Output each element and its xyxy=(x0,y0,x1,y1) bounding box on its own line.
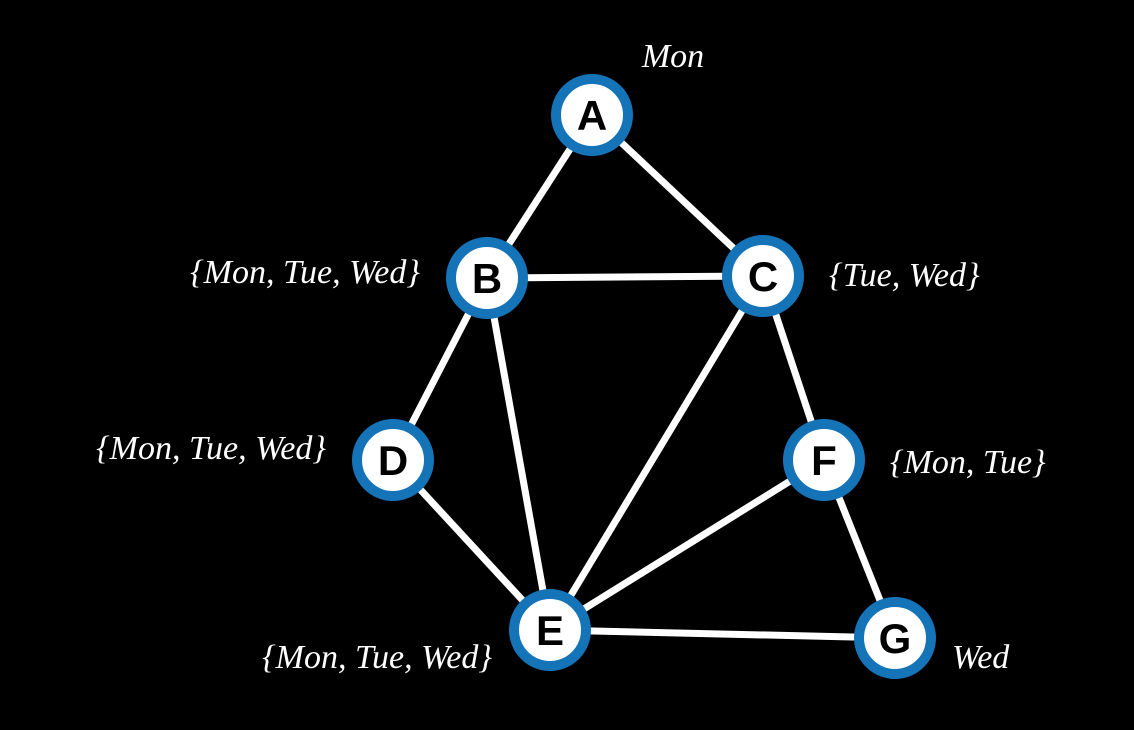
node-B-domain-label: {Mon, Tue, Wed} xyxy=(190,254,420,291)
node-D-circle xyxy=(352,419,434,501)
node-C: C xyxy=(722,235,804,317)
node-G-letter: G xyxy=(879,615,912,662)
node-G-circle xyxy=(854,597,936,679)
node-C-circle xyxy=(722,235,804,317)
node-G: G xyxy=(854,597,936,679)
node-E: E xyxy=(509,589,591,671)
node-A-circle xyxy=(551,74,633,156)
node-E-letter: E xyxy=(536,607,564,654)
node-F-circle xyxy=(783,419,865,501)
node-A: A xyxy=(551,74,633,156)
node-F: F xyxy=(783,419,865,501)
node-E-domain-label: {Mon, Tue, Wed} xyxy=(262,639,492,676)
edge-E-F xyxy=(548,457,826,633)
node-G-domain-label: Wed xyxy=(952,639,1010,676)
edge-E-G xyxy=(549,626,896,642)
node-A-letter: A xyxy=(577,92,607,139)
node-E-circle xyxy=(509,589,591,671)
edge-B-E xyxy=(483,277,554,631)
edge-B-C xyxy=(486,272,764,282)
edge-C-E xyxy=(547,274,766,632)
node-B-letter: B xyxy=(472,255,502,302)
node-C-letter: C xyxy=(748,253,778,300)
node-B: B xyxy=(446,237,528,319)
node-F-letter: F xyxy=(811,437,837,484)
node-D-letter: D xyxy=(378,437,408,484)
node-D-domain-label: {Mon, Tue, Wed} xyxy=(96,430,326,467)
node-D: D xyxy=(352,419,434,501)
node-F-domain-label: {Mon, Tue} xyxy=(890,444,1046,481)
node-A-domain-label: Mon xyxy=(641,38,704,75)
node-C-domain-label: {Tue, Wed} xyxy=(829,257,980,294)
node-B-circle xyxy=(446,237,528,319)
